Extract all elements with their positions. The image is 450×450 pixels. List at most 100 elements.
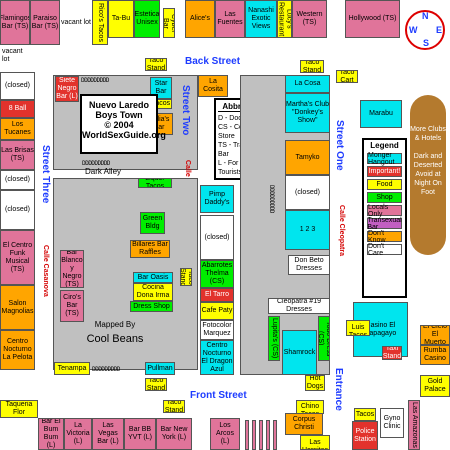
pullman: Pullman — [145, 362, 175, 375]
uno-dos-tres: 1 2 3 — [285, 210, 330, 250]
legend-item: Don't Know — [367, 230, 402, 244]
bar-blanco-negro: Bar Blanco y Negro (TS) — [60, 250, 84, 288]
la-victoria: La Victoria (L) — [64, 418, 92, 450]
el-chino-tacos: El Chino Tacos — [296, 400, 324, 414]
eight-ball: 8 Ball — [0, 100, 35, 118]
door-girls-row-1: DDDDDDDDD — [81, 77, 109, 84]
legend-item: Food — [367, 179, 402, 190]
star-bar: Star Bar — [150, 77, 172, 99]
taco-stand-2: Taco Stand — [180, 268, 192, 286]
green-bldg: Green Bldg — [140, 212, 165, 234]
street-two-label: Street Two — [180, 85, 191, 136]
strip-5 — [273, 420, 277, 450]
nanashi-exotic-views: Nanashi Exotic Views — [245, 0, 277, 38]
bar-el-bum-bum: Bar El Bum Bum (L) — [38, 418, 64, 450]
map-title: Nuevo Laredo Boys Town © 2004 WorldSexGu… — [80, 94, 166, 154]
strip-1 — [245, 420, 249, 450]
rumba-casino: Rumba Casino — [420, 345, 450, 365]
bar-new-york: Bar New York (L) — [156, 418, 192, 450]
door-girls-row-3: DDDDDDDDD — [92, 366, 120, 373]
compass-e: E — [436, 25, 443, 35]
vacant-lot-label: vacant lot — [2, 48, 23, 63]
salon-magnolias: Salon Magnolias — [0, 285, 35, 330]
legend-item: Locals Only — [367, 204, 402, 218]
billares-bar-raffles: Billares Bar Raffles — [130, 240, 170, 258]
title-line-1: Nuevo Laredo — [88, 100, 149, 110]
calle-casanova-label: Calle Casanova — [42, 245, 49, 297]
legend-item: Important! — [367, 166, 402, 177]
gyno-clinic: Gyno Clinic — [380, 408, 404, 438]
los-arcos: Los Arcos (L) — [210, 418, 240, 450]
ciros-bar: Ciro's Bar (TS) — [60, 290, 84, 322]
tamyko: Tamyko — [285, 140, 330, 175]
strip-2 — [252, 420, 256, 450]
legend-item: Monger Hangout — [367, 152, 402, 166]
los-tucanes: Los Tucanes — [0, 118, 35, 140]
cleopatra-dresses: Cleopatra #19 Dresses — [268, 298, 330, 314]
fotocolor-marquez: Fotocolor Marquez — [200, 320, 234, 340]
paraiso-bar: Paraiso Bar (TS) — [30, 0, 60, 45]
abarrotes-thelma: Abarrotes Thelma (CS) — [200, 260, 234, 288]
police-station: Police Station — [352, 421, 378, 450]
hot-dogs: Hot Dogs — [305, 375, 325, 391]
compass-s: S — [423, 38, 430, 48]
las-brisas: Las Brisas (TS) — [0, 140, 35, 170]
ricos-tacos: Rico's Tacos — [92, 0, 108, 45]
calle-cleopatra-label: Calle Cleopatra — [338, 205, 345, 256]
closed-3: (closed) — [0, 190, 35, 230]
don-beto-dresses: Don Beto Dresses — [288, 255, 330, 275]
mapped-by-credit: Mapped By Cool Beans — [80, 320, 150, 360]
street-one-label: Street One — [334, 120, 345, 171]
don-luis-tacos: Don Luis Tacos — [346, 320, 370, 336]
cocina-dona-irma: Cocina Dona Irma — [133, 283, 173, 301]
taxi-stand: Taxi Stand — [382, 346, 402, 360]
las-amazonas: Las Amazonas — [408, 400, 420, 450]
legend-item: Don't Care — [367, 243, 402, 257]
title-line-2: Boys Town — [95, 110, 143, 120]
back-street-road — [0, 47, 395, 72]
dress-shop: Dress Shop — [130, 301, 173, 312]
centro-nocturno-pelota: Centro Nocturno La Pelota — [0, 330, 35, 370]
alices: Alice's — [185, 0, 215, 38]
tacos-bottom: Tacos — [354, 408, 376, 421]
closed-4: (closed) — [200, 215, 234, 260]
flamingos-bar: Flamingos Bar (TS) — [0, 0, 30, 45]
marabu: Marabu — [360, 100, 402, 128]
closed-5: (closed) — [285, 175, 330, 210]
western-bar: Western (TS) — [292, 0, 327, 38]
legend-title: Legend — [370, 141, 399, 150]
estetica-unisex: Estetica Unisex — [134, 0, 160, 38]
back-street-label: Back Street — [185, 56, 241, 67]
taco-cart: Taco Cart — [336, 70, 358, 83]
legend-item: Transexual Bar — [367, 216, 402, 231]
door-girls-col-1: DDDDDDDDD — [268, 185, 275, 213]
closed-1: (closed) — [0, 72, 35, 100]
taco-stand-back: Taco Stand — [300, 60, 324, 73]
todo-dress: Todo Dress (CS) — [318, 316, 330, 361]
siete-negro-bar: Siete Negro Bar (L) — [55, 76, 79, 102]
closed-2: (closed) — [0, 170, 35, 190]
pimp-daddys: Pimp Daddy's — [200, 185, 234, 213]
marthas-club: Martha's Club "Donkey's Show" — [285, 93, 330, 133]
compass-w: W — [409, 25, 418, 35]
abbr-d: D - Door Girl — [218, 115, 258, 122]
centro-nocturno-dragon-azul: Centro Nocturno El Dragon Azul — [200, 340, 234, 375]
legend-item: Shop — [367, 192, 402, 203]
lupitas: Lupita's (CS) — [268, 316, 280, 361]
cafe-paty: Cafe Paty — [200, 302, 234, 320]
el-tarro: El Tarro — [200, 288, 234, 302]
bar-bb-yvt: Bar BB YVT (L) — [124, 418, 156, 450]
vacant-lot-top: vacant lot — [60, 0, 92, 45]
corpus-christi: Corpus Christi — [285, 413, 323, 435]
taqueria-flor: Taqueria Flor — [0, 400, 38, 418]
door-girls-row-2: DDDDDDDDD — [82, 160, 110, 167]
taco-stand-1: Taco Stand — [145, 58, 167, 71]
strip-4 — [266, 420, 270, 450]
shamrock: Shamrock — [282, 330, 317, 375]
tenampa: Tenampa — [54, 362, 90, 375]
la-cosa: La Cosa — [285, 75, 330, 93]
lucys-restaurant: Lucy's Restaurant — [277, 0, 292, 38]
las-fuentes: Las Fuentes — [215, 0, 245, 38]
more-clubs-note: More Clubs & Hotels Dark and Deserted Av… — [410, 95, 446, 255]
